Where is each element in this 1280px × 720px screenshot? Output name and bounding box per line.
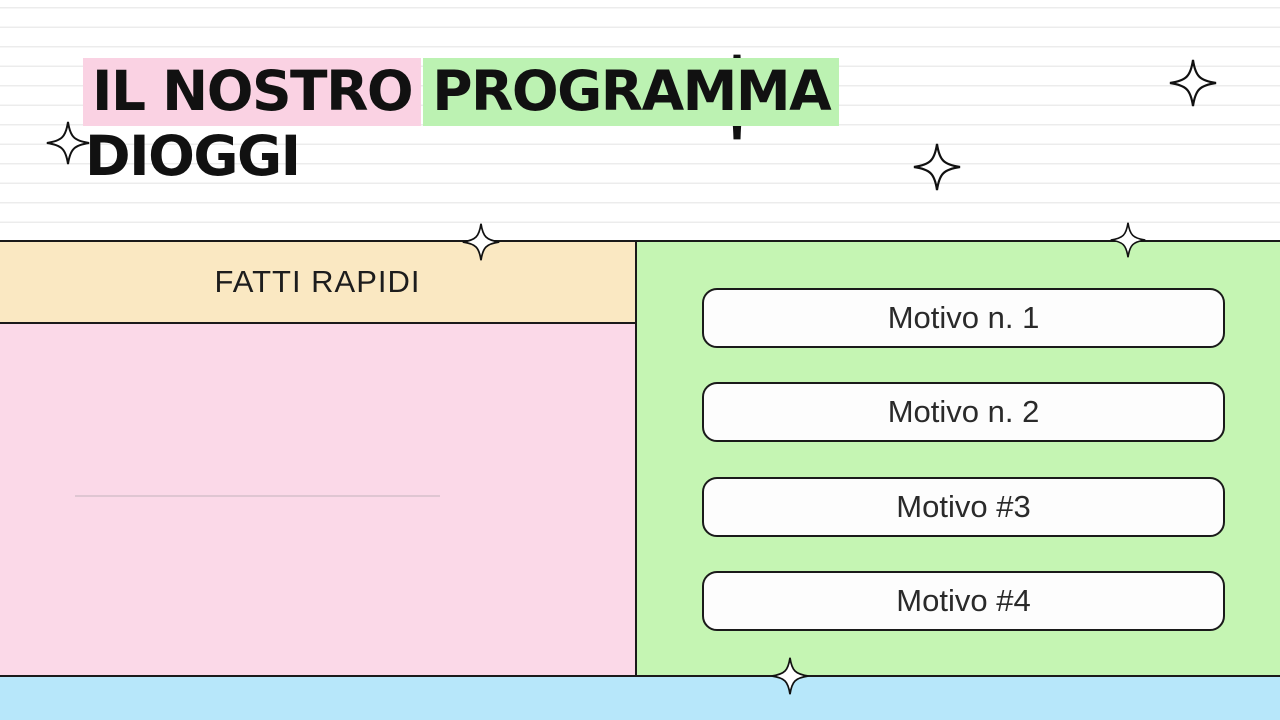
quick-facts-body-panel	[0, 324, 637, 677]
title-text-programma: PROGRAMMA	[432, 59, 832, 123]
title-line-1: IL NOSTRO PROGRAMMA	[83, 58, 983, 126]
title-text-il-nostro: IL NOSTRO	[92, 59, 414, 123]
placeholder-divider-line	[75, 495, 440, 497]
sparkle-icon	[913, 143, 961, 191]
sparkle-icon	[462, 223, 500, 261]
sparkle-icon	[1169, 59, 1217, 107]
title-line-2: DIOGGI	[85, 124, 301, 188]
sparkle-icon	[1110, 222, 1146, 258]
quick-facts-title: FATTI RAPIDI	[214, 264, 421, 299]
quick-facts-header-panel: FATTI RAPIDI	[0, 240, 637, 324]
title-highlight-pink: IL NOSTRO	[83, 58, 422, 126]
bottom-accent-bar	[0, 677, 1280, 720]
motivo-1-button[interactable]: Motivo n. 1	[702, 288, 1225, 348]
motivo-4-button[interactable]: Motivo #4	[702, 571, 1225, 631]
motivo-2-button[interactable]: Motivo n. 2	[702, 382, 1225, 442]
title-highlight-green: PROGRAMMA	[423, 58, 840, 126]
sparkle-icon	[46, 121, 90, 165]
page-title: IL NOSTRO PROGRAMMA DIOGGI	[83, 58, 983, 188]
motives-panel: Motivo n. 1 Motivo n. 2 Motivo #3 Motivo…	[637, 240, 1280, 677]
sparkle-icon	[771, 657, 809, 695]
motivo-3-button[interactable]: Motivo #3	[702, 477, 1225, 537]
